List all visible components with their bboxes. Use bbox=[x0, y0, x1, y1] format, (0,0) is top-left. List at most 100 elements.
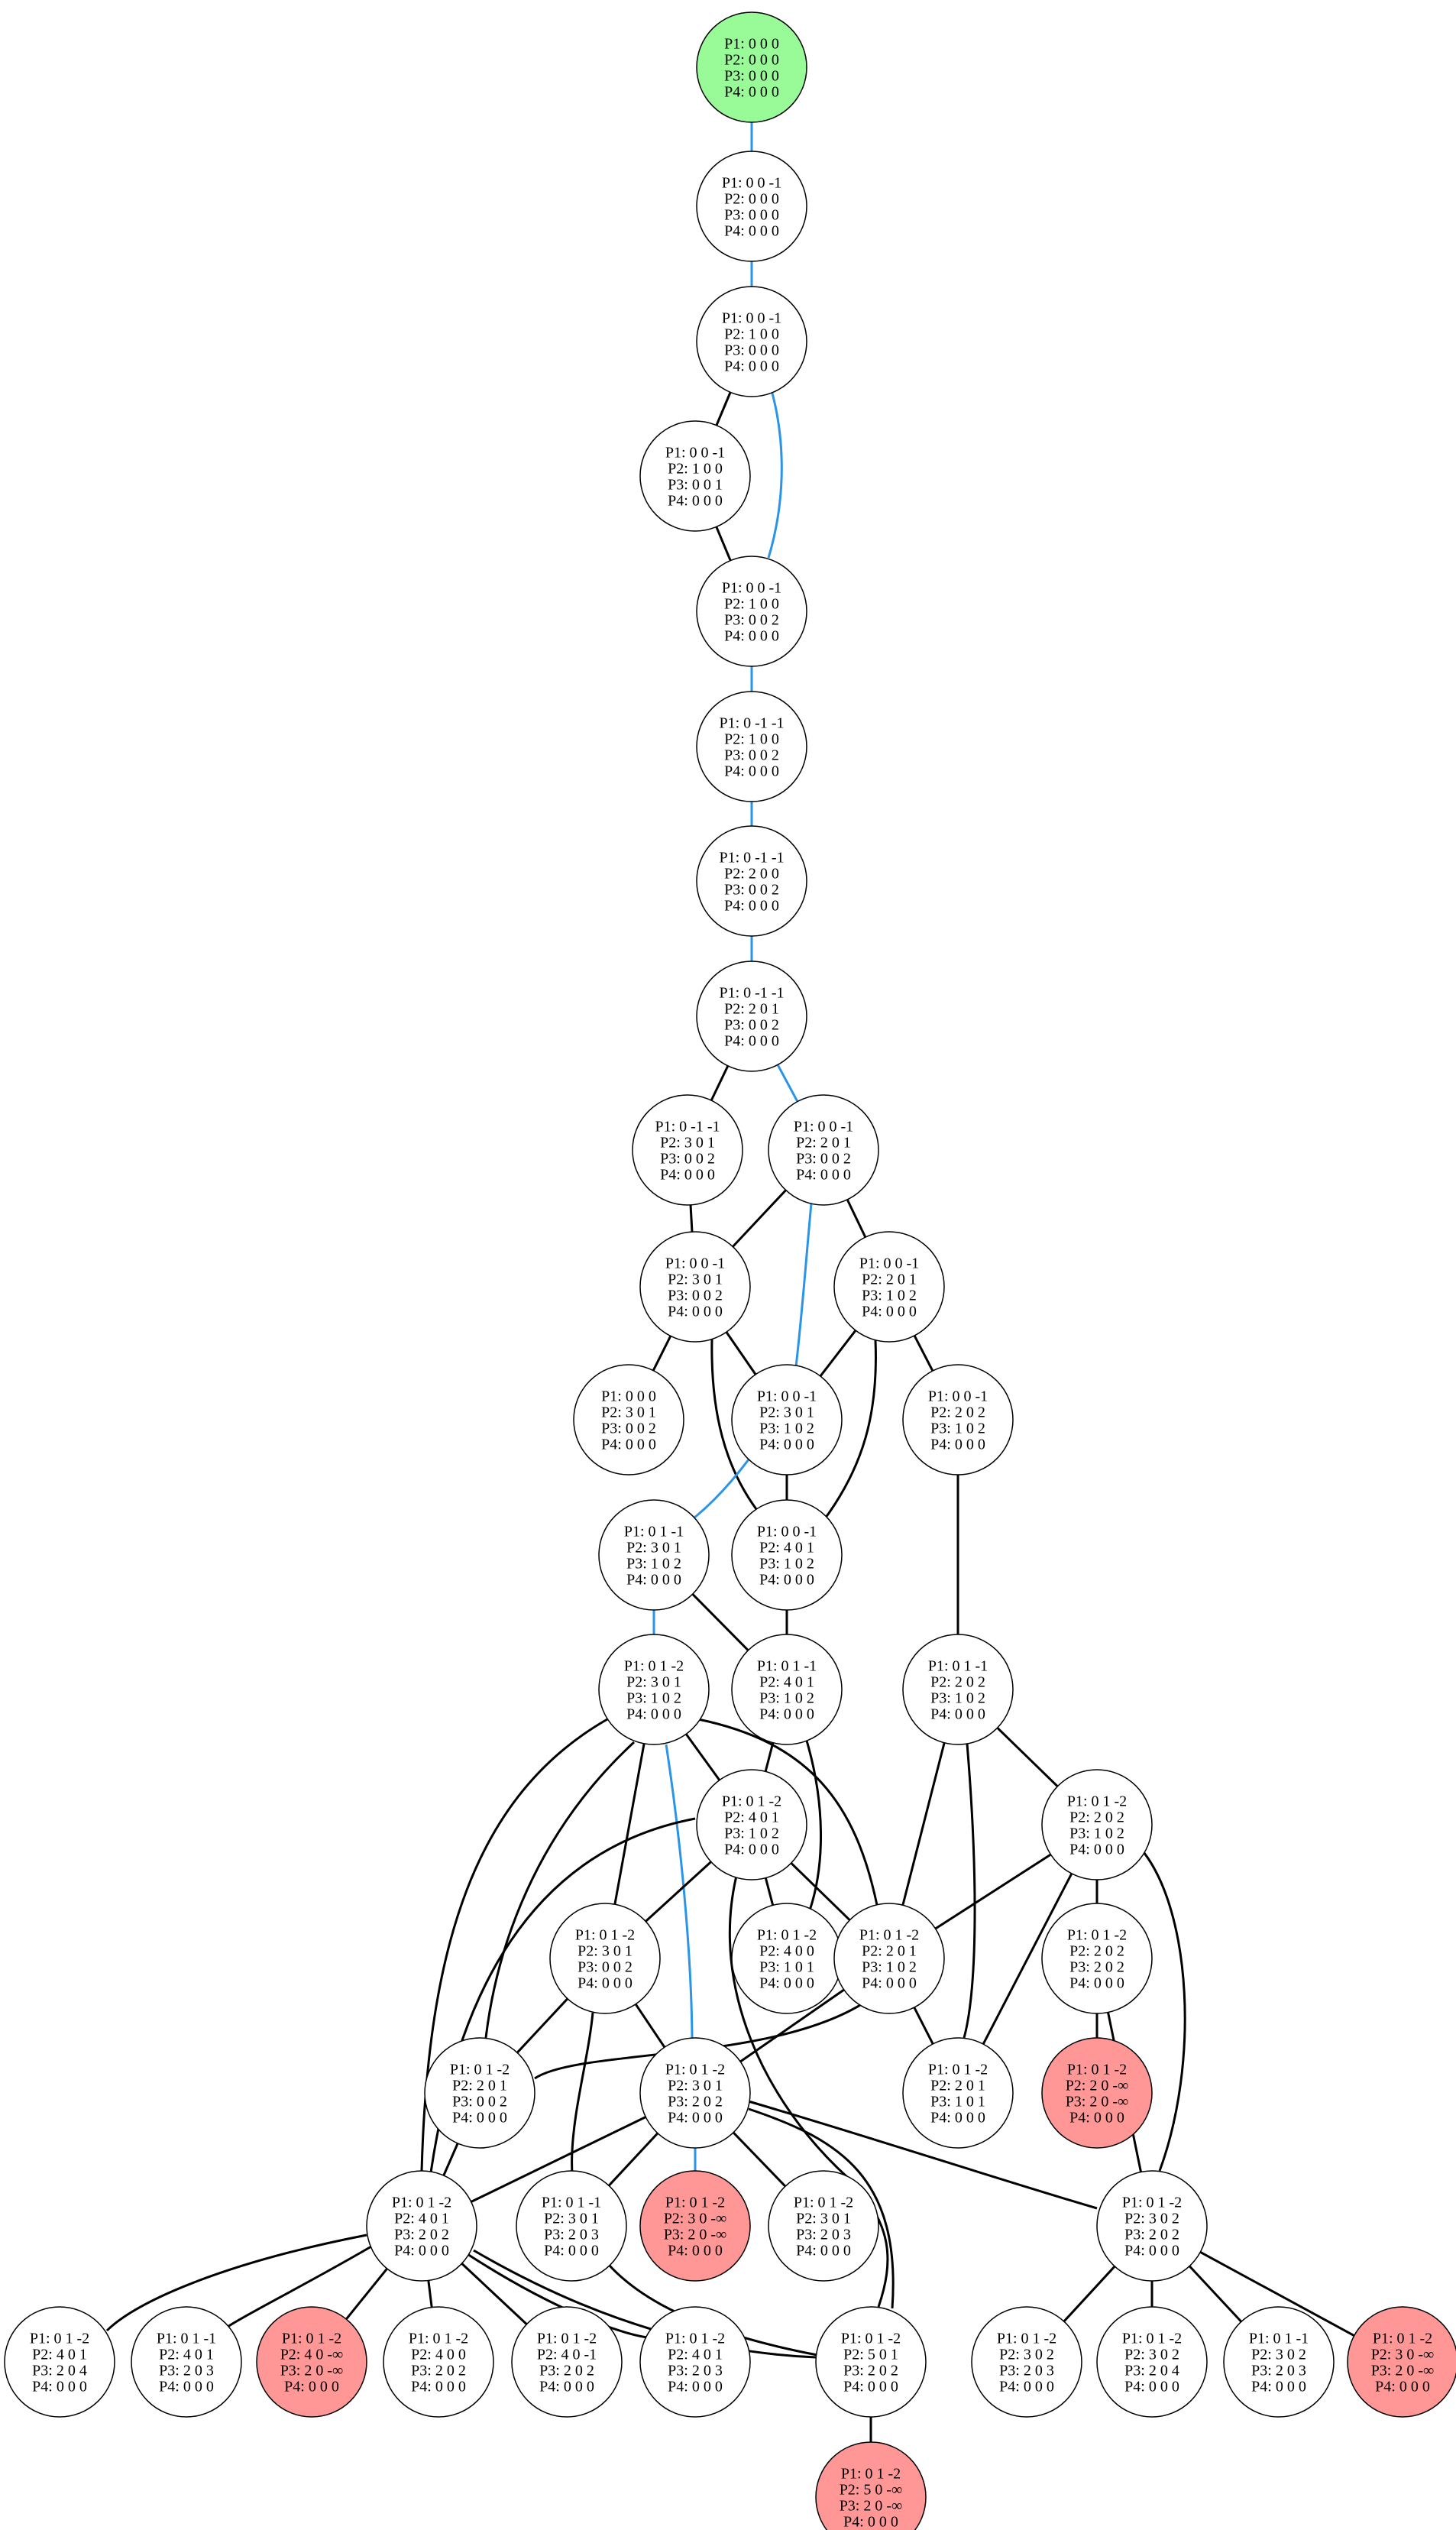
node-label-line: P3: 2 0 3 bbox=[544, 2227, 599, 2243]
node-label-line: P3: 2 0 4 bbox=[32, 2363, 87, 2379]
graph-edge bbox=[710, 1065, 730, 1101]
terminal-node: P1: 0 1 -2P2: 2 0 -∞P3: 2 0 -∞P4: 0 0 0 bbox=[1041, 2037, 1153, 2149]
state-node: P1: 0 0 -1P2: 4 0 1P3: 1 0 2P4: 0 0 0 bbox=[731, 1499, 843, 1611]
graph-edge bbox=[516, 1997, 569, 2054]
node-label-line: P3: 1 0 2 bbox=[759, 1556, 814, 1573]
node-label-line: P2: 2 0 1 bbox=[796, 1135, 851, 1152]
state-node: P1: 0 1 -2P2: 4 0 1P3: 2 0 4P4: 0 0 0 bbox=[4, 2306, 115, 2418]
state-node: P1: 0 1 -2P2: 3 0 1P3: 2 0 2P4: 0 0 0 bbox=[639, 2037, 751, 2149]
state-node: P1: 0 0 -1P2: 1 0 0P3: 0 0 2P4: 0 0 0 bbox=[696, 556, 807, 667]
node-label-line: P1: 0 0 -1 bbox=[665, 1255, 725, 1272]
graph-edge bbox=[613, 1743, 645, 1905]
node-label-line: P2: 1 0 0 bbox=[724, 596, 779, 613]
graph-edge bbox=[652, 1335, 672, 1372]
node-label-line: P2: 3 0 -∞ bbox=[1371, 2347, 1435, 2363]
node-label-line: P4: 0 0 0 bbox=[1069, 2110, 1124, 2127]
node-label-line: P2: 3 0 1 bbox=[601, 1404, 656, 1421]
node-label-line: P2: 4 0 1 bbox=[159, 2347, 214, 2363]
node-label-line: P2: 0 0 0 bbox=[724, 191, 779, 208]
node-circle bbox=[1041, 1769, 1153, 1880]
graph-edge bbox=[805, 1740, 822, 1911]
node-label-line: P2: 2 0 1 bbox=[452, 2078, 507, 2094]
graph-edge bbox=[697, 1718, 878, 1906]
state-node: P1: 0 -1 -1P2: 2 0 0P3: 0 0 2P4: 0 0 0 bbox=[696, 825, 807, 937]
state-node: P1: 0 1 -2P2: 3 0 2P3: 2 0 2P4: 0 0 0 bbox=[1096, 2170, 1208, 2282]
node-label-line: P2: 2 0 1 bbox=[930, 2078, 985, 2094]
node-label-line: P2: 3 0 1 bbox=[578, 1943, 633, 1960]
node-label-line: P2: 3 0 1 bbox=[668, 1271, 723, 1288]
node-label-line: P4: 0 0 0 bbox=[32, 2379, 87, 2396]
node-label-line: P3: 1 0 2 bbox=[930, 1420, 985, 1437]
node-circle bbox=[131, 2306, 242, 2418]
state-node: P1: 0 0 -1P2: 3 0 1P3: 1 0 2P4: 0 0 0 bbox=[731, 1364, 843, 1476]
graph-edge bbox=[484, 1741, 636, 2039]
graph-edge bbox=[105, 2234, 367, 2332]
node-label-line: P3: 1 0 2 bbox=[862, 1288, 917, 1304]
state-node: P1: 0 1 -2P2: 3 0 2P3: 2 0 3P4: 0 0 0 bbox=[971, 2306, 1082, 2418]
node-label-line: P2: 4 0 1 bbox=[668, 2347, 723, 2363]
node-label-line: P4: 0 0 0 bbox=[843, 2514, 898, 2530]
node-label-line: P2: 4 0 -1 bbox=[537, 2347, 597, 2363]
graph-edge bbox=[710, 1338, 758, 1510]
node-label-line: P1: 0 0 0 bbox=[601, 1388, 656, 1405]
node-label-line: P3: 2 0 2 bbox=[843, 2363, 898, 2379]
node-label-line: P4: 0 0 0 bbox=[724, 358, 779, 375]
node-circle bbox=[833, 1231, 945, 1343]
graph-edge bbox=[1199, 2251, 1355, 2337]
node-label-line: P2: 4 0 -∞ bbox=[280, 2347, 344, 2363]
node-label-line: P2: 4 0 1 bbox=[759, 1674, 814, 1691]
node-label-line: P2: 2 0 2 bbox=[1069, 1809, 1124, 1826]
node-label-line: P1: 0 1 -2 bbox=[30, 2331, 89, 2347]
graph-edge bbox=[732, 2131, 787, 2188]
state-node: P1: 0 1 -1P2: 3 0 1P3: 2 0 3P4: 0 0 0 bbox=[516, 2170, 627, 2282]
node-label-line: P3: 0 0 2 bbox=[724, 612, 779, 629]
graph-edge bbox=[715, 391, 732, 426]
node-label-line: P3: 2 0 3 bbox=[159, 2363, 214, 2379]
node-label-line: P4: 0 0 0 bbox=[930, 2110, 985, 2127]
node-label-line: P1: 0 0 -1 bbox=[722, 580, 781, 597]
graph-edge bbox=[846, 1199, 867, 1238]
node-label-line: P3: 2 0 2 bbox=[668, 2094, 723, 2110]
graph-edge bbox=[822, 1340, 877, 1521]
node-label-line: P2: 3 0 1 bbox=[759, 1404, 814, 1421]
state-node: P1: 0 1 -2P2: 2 0 1P3: 1 0 1P4: 0 0 0 bbox=[902, 2037, 1014, 2149]
node-label-line: P1: 0 1 -2 bbox=[624, 1658, 684, 1675]
node-label-line: P3: 2 0 3 bbox=[1251, 2363, 1306, 2379]
node-label-line: P2: 4 0 0 bbox=[759, 1943, 814, 1960]
node-label-line: P4: 0 0 0 bbox=[159, 2379, 214, 2396]
node-label-line: P1: 0 1 -1 bbox=[542, 2195, 601, 2211]
node-label-line: P3: 0 0 0 bbox=[724, 207, 779, 224]
node-label-line: P4: 0 0 0 bbox=[930, 1437, 985, 1453]
node-circle bbox=[833, 1903, 945, 2014]
node-label-line: P4: 0 0 0 bbox=[411, 2379, 466, 2396]
node-label-line: P3: 1 0 2 bbox=[759, 1690, 814, 1707]
node-label-line: P1: 0 1 -2 bbox=[757, 1927, 817, 1944]
terminal-node: P1: 0 1 -2P2: 4 0 -∞P3: 2 0 -∞P4: 0 0 0 bbox=[256, 2306, 367, 2418]
node-label-line: P1: 0 1 -2 bbox=[1067, 1793, 1127, 1810]
node-label-line: P4: 0 0 0 bbox=[668, 1304, 723, 1320]
node-circle bbox=[639, 2306, 751, 2418]
node-label-line: P2: 4 0 1 bbox=[759, 1540, 814, 1557]
terminal-node: P1: 0 1 -2P2: 5 0 -∞P3: 2 0 -∞P4: 0 0 0 bbox=[815, 2441, 927, 2530]
node-label-line: P3: 1 0 1 bbox=[759, 1959, 814, 1976]
node-label-line: P1: 0 1 -2 bbox=[409, 2331, 468, 2347]
graph-edge bbox=[901, 1742, 946, 1906]
graph-edge bbox=[1140, 1848, 1186, 2172]
node-label-line: P2: 5 0 -∞ bbox=[840, 2482, 903, 2499]
node-circle bbox=[4, 2306, 115, 2418]
node-label-line: P4: 0 0 0 bbox=[1069, 1975, 1124, 1992]
node-label-line: P2: 2 0 -∞ bbox=[1066, 2078, 1129, 2094]
node-circle bbox=[511, 2306, 623, 2418]
state-node: P1: 0 0 -1P2: 2 0 1P3: 0 0 2P4: 0 0 0 bbox=[768, 1094, 879, 1206]
node-label-line: P3: 1 0 2 bbox=[1069, 1825, 1124, 1842]
state-node: P1: 0 1 -1P2: 4 0 1P3: 2 0 3P4: 0 0 0 bbox=[131, 2306, 242, 2418]
graph-edge bbox=[748, 2100, 1098, 2210]
state-node: P1: 0 1 -2P2: 4 0 -1P3: 2 0 2P4: 0 0 0 bbox=[511, 2306, 623, 2418]
node-label-line: P4: 0 0 0 bbox=[724, 898, 779, 915]
node-circle bbox=[1041, 2037, 1153, 2149]
node-label-line: P4: 0 0 0 bbox=[724, 84, 779, 101]
node-label-line: P1: 0 1 -2 bbox=[1373, 2331, 1432, 2347]
node-circle bbox=[639, 2170, 751, 2282]
node-label-line: P3: 1 0 2 bbox=[626, 1690, 681, 1707]
state-node: P1: 0 0 -1P2: 2 0 1P3: 1 0 2P4: 0 0 0 bbox=[833, 1231, 945, 1343]
